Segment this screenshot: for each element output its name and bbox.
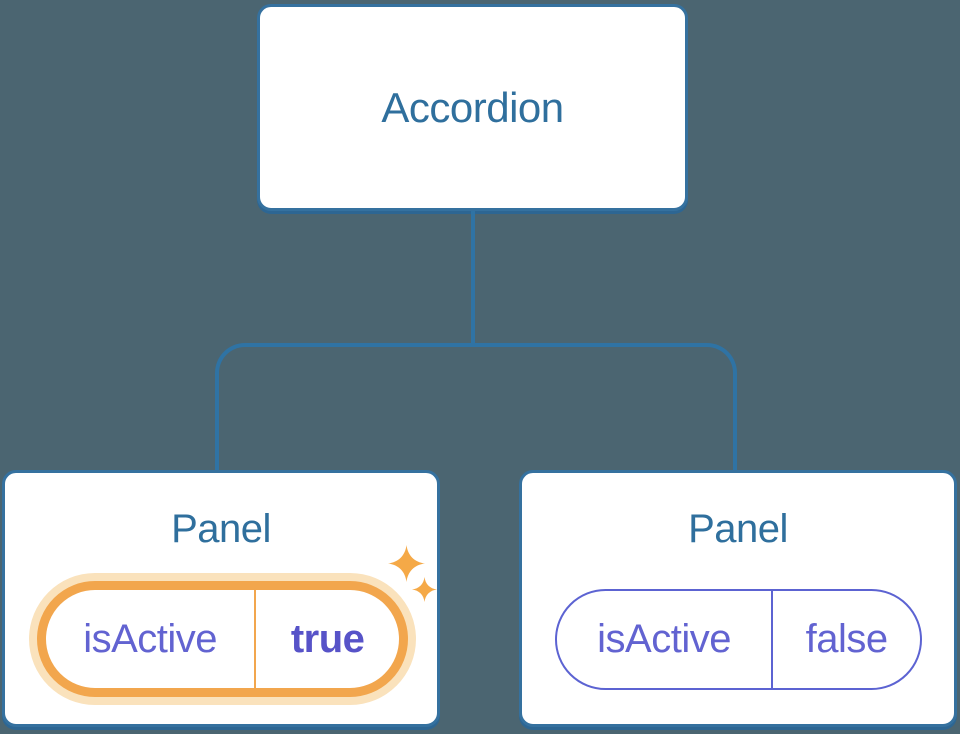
panel-node-right: Panel isActive false	[519, 470, 957, 727]
accordion-node: Accordion	[257, 4, 688, 211]
sparkle-icon	[388, 545, 425, 582]
state-value: false	[805, 617, 888, 661]
state-pill-inactive: isActive false	[555, 589, 922, 690]
panel-title: Panel	[688, 507, 788, 551]
panel-title: Panel	[171, 507, 271, 551]
state-key: isActive	[557, 591, 774, 688]
panel-node-left: Panel isActive true	[2, 470, 440, 727]
state-key: isActive	[46, 590, 257, 688]
connector-branch	[215, 343, 737, 470]
sparkle-icon	[412, 577, 437, 602]
state-value: true	[290, 616, 365, 661]
state-pill-active: isActive true	[37, 581, 408, 697]
accordion-node-label: Accordion	[381, 83, 564, 131]
connector-stem	[471, 211, 475, 345]
